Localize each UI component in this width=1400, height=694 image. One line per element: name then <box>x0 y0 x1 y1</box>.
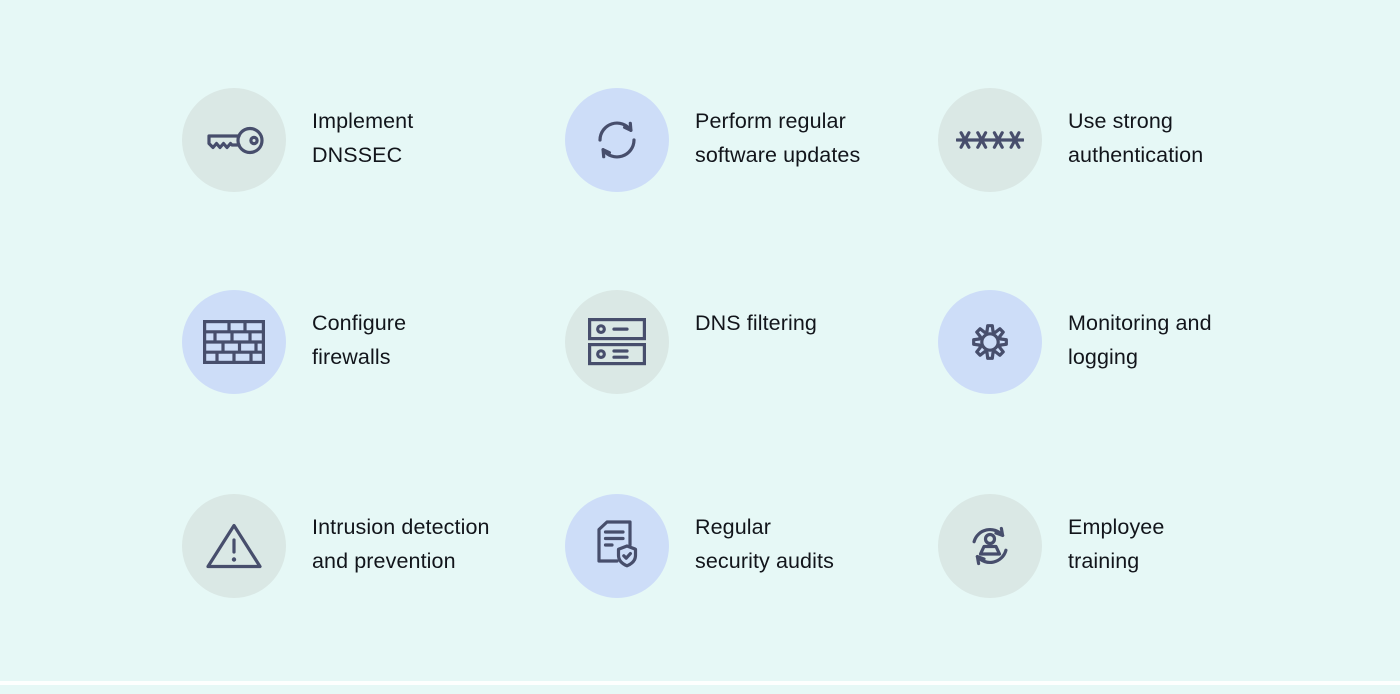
key-icon <box>207 126 264 154</box>
item-label: Monitoring and logging <box>1068 306 1212 374</box>
refresh-icon <box>598 121 636 159</box>
item-label-line2: DNSSEC <box>312 143 403 167</box>
practice-item-employee-training: Employee training <box>938 494 1318 694</box>
icon-circle <box>565 290 669 394</box>
item-label: Implement DNSSEC <box>312 104 413 172</box>
item-label-line2: training <box>1068 549 1140 573</box>
icon-circle <box>938 88 1042 192</box>
item-label-line1: Intrusion detection <box>312 515 490 539</box>
icon-circle <box>938 290 1042 394</box>
item-label: Regular security audits <box>695 510 834 578</box>
bottom-edge <box>0 681 1400 685</box>
item-label-line2: software updates <box>695 143 861 167</box>
practice-item-software-updates: Perform regular software updates <box>565 88 938 290</box>
item-label-line1: DNS filtering <box>695 311 817 335</box>
practice-item-dns-filtering: DNS filtering <box>565 290 938 494</box>
icon-circle <box>565 494 669 598</box>
practice-item-security-audits: Regular security audits <box>565 494 938 694</box>
practice-item-intrusion-detection: Intrusion detection and prevention <box>182 494 565 694</box>
item-label-line1: Use strong <box>1068 109 1173 133</box>
document-shield-icon <box>597 520 638 568</box>
practice-item-strong-auth: Use strong authentication <box>938 88 1318 290</box>
item-label: Perform regular software updates <box>695 104 860 172</box>
person-refresh-icon <box>972 526 1008 566</box>
item-label: Configure firewalls <box>312 306 406 374</box>
item-label-line1: Regular <box>695 515 771 539</box>
item-label-line1: Perform regular <box>695 109 846 133</box>
item-label: Use strong authentication <box>1068 104 1203 172</box>
icon-circle <box>565 88 669 192</box>
gear-icon <box>972 324 1008 360</box>
security-practices-grid: Implement DNSSEC Perform regular softwar… <box>182 88 1318 694</box>
item-label-line2: and prevention <box>312 549 456 573</box>
practice-item-monitoring: Monitoring and logging <box>938 290 1318 494</box>
icon-circle <box>182 494 286 598</box>
item-label-line2: authentication <box>1068 143 1204 167</box>
item-label-line1: Employee <box>1068 515 1165 539</box>
icon-circle <box>938 494 1042 598</box>
icon-circle <box>182 290 286 394</box>
item-label-line1: Implement <box>312 109 414 133</box>
item-label-line1: Configure <box>312 311 407 335</box>
item-label: Employee training <box>1068 510 1164 578</box>
item-label: DNS filtering <box>695 306 817 340</box>
warning-triangle-icon <box>206 523 262 569</box>
practice-item-firewalls: Configure firewalls <box>182 290 565 494</box>
firewall-bricks-icon <box>203 320 265 364</box>
password-asterisks-icon <box>956 131 1024 149</box>
item-label-line2: security audits <box>695 549 834 573</box>
item-label-line2: firewalls <box>312 345 391 369</box>
practice-item-dnssec: Implement DNSSEC <box>182 88 565 290</box>
item-label: Intrusion detection and prevention <box>312 510 490 578</box>
item-label-line1: Monitoring and <box>1068 311 1212 335</box>
icon-circle <box>182 88 286 192</box>
server-icon <box>588 318 646 366</box>
item-label-line2: logging <box>1068 345 1139 369</box>
